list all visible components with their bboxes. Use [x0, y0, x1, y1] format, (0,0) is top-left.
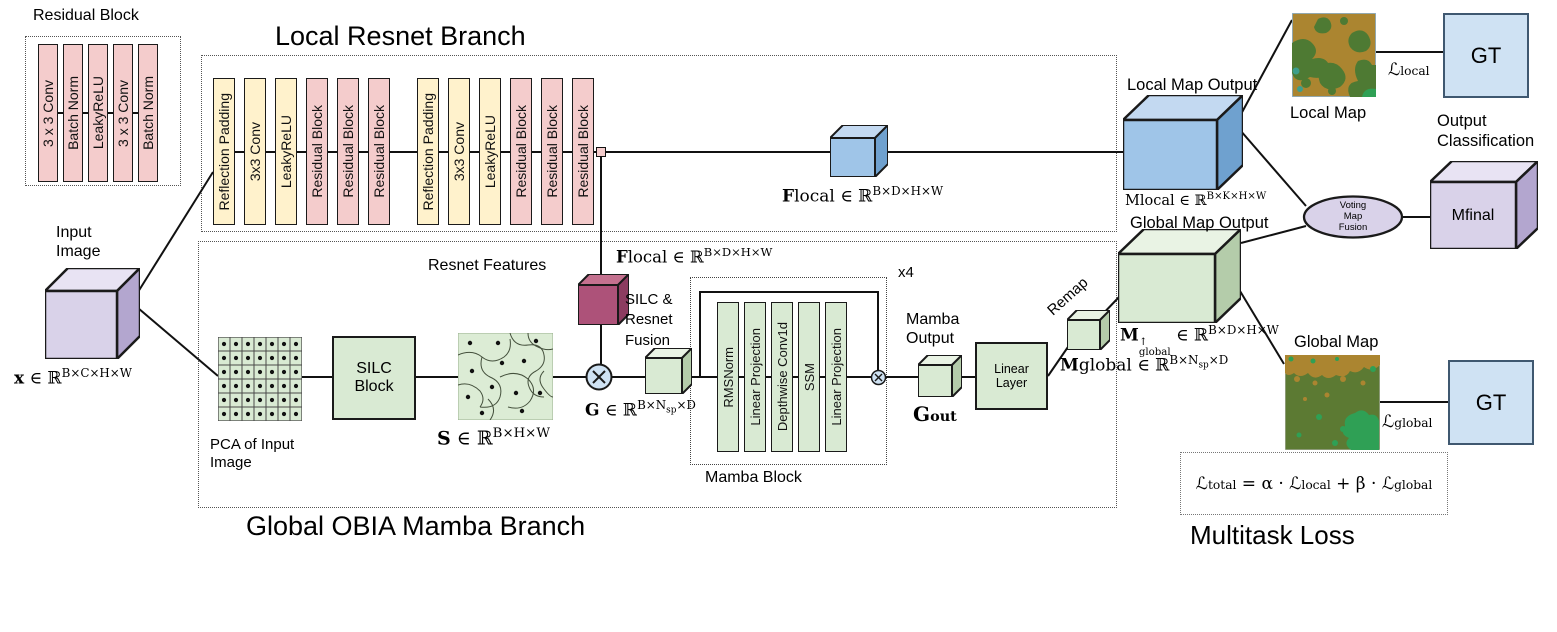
fusion-multiply-icon: [585, 363, 613, 396]
resnet-bar-10: Residual Block: [510, 78, 532, 225]
resnet-feature-cube: [578, 274, 629, 325]
mamba-repeat-label: x4: [898, 264, 914, 281]
flocal-cube: [830, 125, 888, 177]
output-classification-label: Output Classification: [1437, 112, 1535, 150]
input-math-label: x ∈ ℝB×C×H×W: [14, 366, 132, 389]
pca-label: PCA of Input Image: [210, 436, 295, 471]
legend-bar-conv1: 3 x 3 Conv: [38, 44, 58, 182]
mglobal-up-math-label: M↑global ∈ ℝB×D×H×W: [1120, 323, 1279, 359]
mlocal-math-label: Mlocal ∈ ℝB×K×H×W: [1125, 191, 1267, 209]
gout-math-label: Gout: [913, 402, 957, 426]
legend-bar-lrelu: LeakyReLU: [88, 44, 108, 182]
global-mamba-branch-box: [198, 241, 1117, 508]
resnet-bar-6: Residual Block: [368, 78, 390, 225]
input-to-pca-line: [137, 307, 219, 377]
resnet-bar-9: LeakyReLU: [479, 78, 501, 225]
resnet-bar-2: 3x3 Conv: [244, 78, 266, 225]
multitask-loss-box: [1180, 452, 1448, 515]
global-map-image: [1284, 354, 1381, 455]
mglobal-cube: [1067, 310, 1110, 350]
global-map-output-label: Global Map Output: [1130, 214, 1269, 232]
global-cube-to-fusion-line: [1240, 225, 1307, 244]
resnet-bar-11: Residual Block: [541, 78, 563, 225]
local-cube-to-map-line: [1239, 19, 1293, 117]
resnet-bar-5: Residual Block: [337, 78, 359, 225]
l-global-label: ℒglobal: [1382, 412, 1433, 432]
s-math-label: S ∈ ℝB×H×W: [437, 426, 550, 450]
legend-bar-bn2: Batch Norm: [138, 44, 158, 182]
local-map-output-label: Local Map Output: [1127, 76, 1258, 94]
mamba-bar-dwconv: Depthwise Conv1d: [771, 302, 793, 452]
resnet-bar-3: LeakyReLU: [275, 78, 297, 225]
pca-grid: [217, 336, 303, 426]
mamba-bar-ssm: SSM: [798, 302, 820, 452]
g-cube: [645, 348, 692, 394]
global-branch-title: Global OBIA Mamba Branch: [246, 511, 586, 541]
global-map-label: Global Map: [1294, 333, 1379, 351]
mamba-bar-rmsnorm: RMSNorm: [717, 302, 739, 452]
mamba-bar-linproj2: Linear Projection: [825, 302, 847, 452]
g-math-label: G ∈ ℝB×Nsp×D: [585, 398, 696, 421]
multitask-loss-title: Multitask Loss: [1190, 520, 1355, 550]
residual-block-legend-box: [25, 36, 181, 186]
flocal-fusion-label: Flocal ∈ ℝB×D×H×W: [616, 245, 773, 267]
silc-resnet-fusion-label: SILC & Resnet Fusion: [625, 291, 673, 349]
gt-global-box: GT: [1448, 360, 1534, 445]
mamba-block-label: Mamba Block: [705, 469, 802, 486]
flocal-top-label: Flocal ∈ ℝB×D×H×W: [782, 184, 944, 207]
local-resnet-branch-box: [201, 55, 1117, 232]
global-cube-to-map-line: [1239, 290, 1285, 365]
global-map-output-cube: [1118, 229, 1241, 323]
mamba-multiply-icon: [870, 369, 887, 391]
gt-local-box: GT: [1443, 13, 1529, 98]
l-local-label: ℒlocal: [1388, 60, 1430, 80]
mamba-skip-line: [699, 291, 879, 377]
mamba-bar-linproj1: Linear Projection: [744, 302, 766, 452]
mfinal-cube: Mfinal: [1430, 161, 1538, 249]
input-to-resnet-line: [137, 171, 214, 293]
resnet-bar-1: Reflection Padding: [213, 78, 235, 225]
input-image-label: Input Image: [56, 224, 101, 261]
loss-formula: ℒtotal = α · ℒlocal + β · ℒglobal: [1195, 473, 1433, 494]
feature-tap-node: [596, 147, 606, 157]
residual-legend-title: Residual Block: [33, 7, 139, 24]
local-map-image: [1291, 12, 1377, 102]
resnet-bar-4: Residual Block: [306, 78, 328, 225]
mfinal-label: Mfinal: [1451, 206, 1495, 224]
local-cube-to-fusion-line: [1239, 129, 1307, 207]
local-map-output-cube: [1123, 95, 1243, 190]
local-branch-title: Local Resnet Branch: [275, 21, 526, 51]
resnet-bar-12: Residual Block: [572, 78, 594, 225]
resnet-features-label: Resnet Features: [428, 257, 547, 274]
mglobal-math-label: Mglobal ∈ ℝB×Nsp×D: [1060, 353, 1229, 376]
legend-bar-bn1: Batch Norm: [63, 44, 83, 182]
legend-bar-conv2: 3 x 3 Conv: [113, 44, 133, 182]
superpixel-image: [457, 332, 554, 425]
resnet-bar-7: Reflection Padding: [417, 78, 439, 225]
resnet-bar-8: 3x3 Conv: [448, 78, 470, 225]
mamba-output-label: Mamba Output: [906, 311, 960, 348]
gout-cube: [918, 355, 962, 397]
input-image-cube: [45, 268, 140, 359]
local-map-label: Local Map: [1290, 104, 1367, 122]
